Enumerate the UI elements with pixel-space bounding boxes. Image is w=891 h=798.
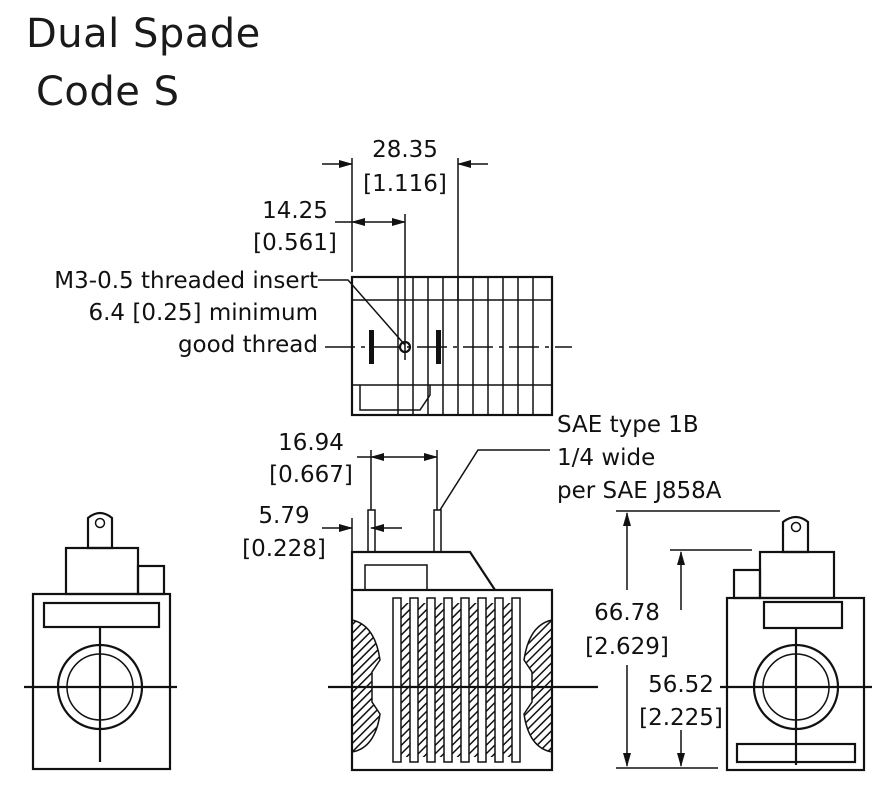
top-view bbox=[318, 158, 572, 417]
dim-top-width-mm: 28.35 bbox=[372, 137, 438, 163]
right-end-view bbox=[616, 510, 872, 772]
left-end-body bbox=[31, 592, 172, 771]
dim-insert-offset-mm: 14.25 bbox=[262, 198, 328, 224]
dim-overall-height-in: [2.629] bbox=[585, 634, 669, 660]
spade-terminal-2 bbox=[433, 509, 442, 553]
note-terminal-line-1: SAE type 1B bbox=[557, 412, 699, 438]
front-view bbox=[322, 449, 598, 772]
note-insert-line-3: good thread bbox=[178, 332, 318, 358]
title-line-2: Code S bbox=[36, 69, 180, 115]
dim-overall-height-mm: 66.78 bbox=[594, 600, 660, 626]
dim-spade-spacing-mm: 16.94 bbox=[278, 430, 344, 456]
note-terminal-line-3: per SAE J858A bbox=[557, 478, 722, 504]
spade-terminal-1 bbox=[367, 509, 376, 553]
title-line-1: Dual Spade bbox=[26, 11, 261, 57]
dim-body-height-mm: 56.52 bbox=[648, 672, 714, 698]
note-insert-line-2: 6.4 [0.25] minimum bbox=[88, 300, 318, 326]
note-terminal-line-2: 1/4 wide bbox=[557, 445, 655, 471]
left-end-view bbox=[24, 511, 177, 771]
dim-spade-offset-in: [0.228] bbox=[242, 536, 326, 562]
dim-top-width-in: [1.116] bbox=[363, 171, 447, 197]
dim-insert-offset-in: [0.561] bbox=[253, 230, 337, 256]
dim-spade-offset-mm: 5.79 bbox=[258, 503, 309, 529]
coil-windings bbox=[401, 603, 512, 757]
dim-spade-spacing-in: [0.667] bbox=[269, 462, 353, 488]
note-insert-line-1: M3-0.5 threaded insert bbox=[54, 268, 318, 294]
top-view-body bbox=[350, 275, 554, 417]
top-view-fins bbox=[397, 277, 534, 415]
dim-body-height-in: [2.225] bbox=[639, 705, 723, 731]
right-end-body bbox=[725, 596, 866, 772]
